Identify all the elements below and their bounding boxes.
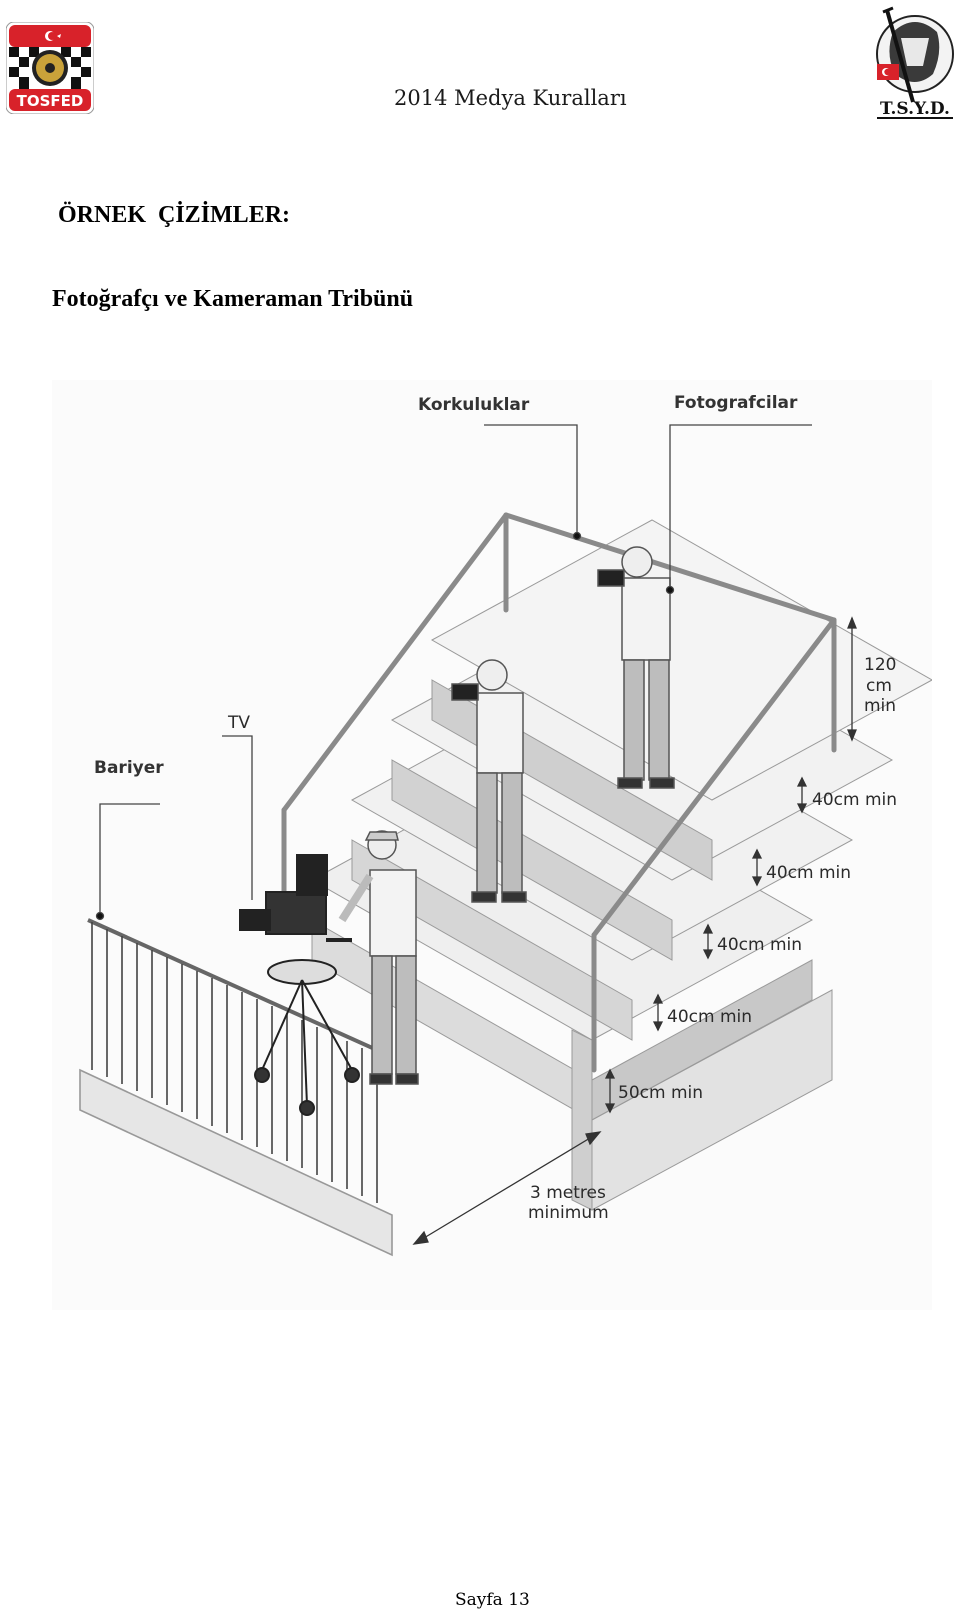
photographer-figure-top (597, 546, 675, 789)
tsyd-logo-text: T.S.Y.D. (880, 99, 950, 119)
document-header-title: 2014 Medya Kuralları (394, 86, 627, 110)
label-railings: Korkuluklar (418, 395, 530, 415)
label-barrier: Bariyer (94, 758, 164, 778)
label-step-1: 40cm min (812, 790, 897, 810)
section-title: ÖRNEK ÇİZİMLER: (58, 202, 291, 228)
label-step-2: 40cm min (766, 863, 851, 883)
tosfed-logo-text: TOSFED (17, 92, 84, 110)
label-height-min: min (864, 696, 896, 716)
photographer-figure-middle (451, 659, 527, 903)
barrier-fence (79, 918, 393, 1257)
label-height-120: 120 (864, 655, 896, 675)
label-base: 50cm min (618, 1083, 703, 1103)
grandstand-diagram: Korkuluklar Fotografcilar TV Bariyer 120… (52, 380, 934, 1310)
label-step-4: 40cm min (667, 1007, 752, 1027)
label-height-cm: cm (866, 676, 892, 696)
subtitle: Fotoğrafçı ve Kameraman Tribünü (52, 286, 414, 312)
tv-camera (239, 854, 360, 1116)
label-step-3: 40cm min (717, 935, 802, 955)
label-distance-a: 3 metres (530, 1183, 606, 1203)
tosfed-logo: TOSFED (5, 21, 95, 115)
dimension-markers (412, 616, 857, 1245)
label-tv: TV (227, 713, 250, 733)
page-number: Sayfa 13 (455, 1590, 530, 1610)
label-distance-b: minimum (528, 1203, 609, 1223)
cameraman-figure (338, 830, 419, 1085)
label-photographers: Fotografcilar (674, 393, 798, 413)
leader-lines (95, 424, 812, 921)
tsyd-logo: T.S.Y.D. (873, 2, 956, 120)
